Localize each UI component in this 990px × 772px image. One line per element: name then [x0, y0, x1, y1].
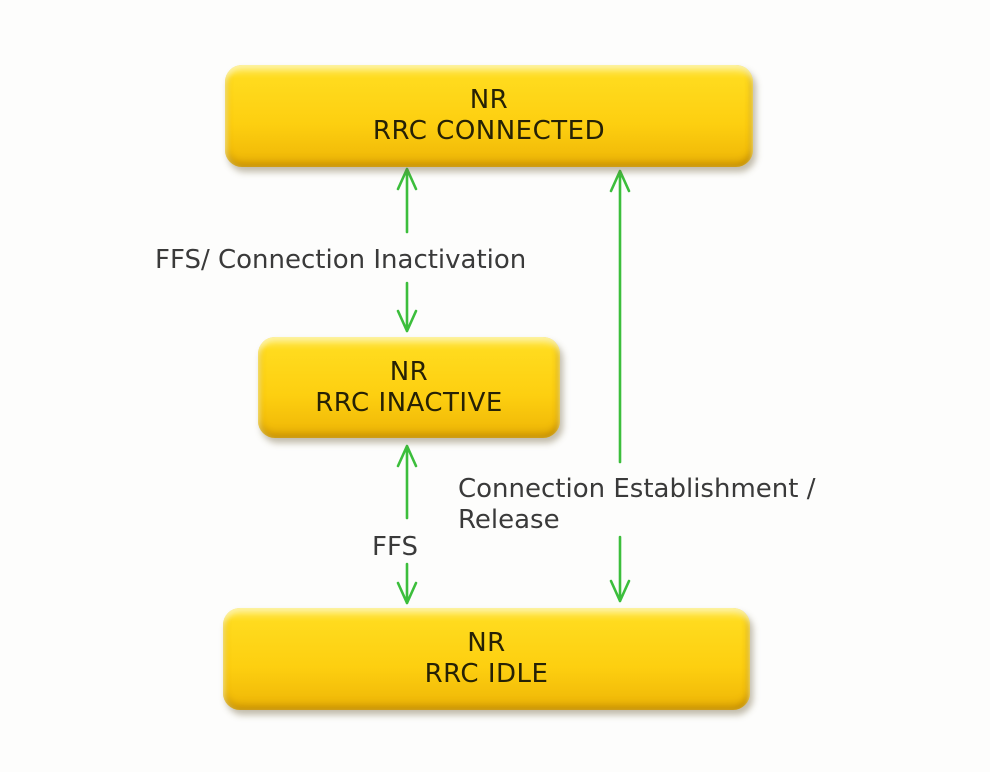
- arrow-connected-idle-down: [609, 535, 631, 603]
- edge-label-line: Release: [458, 505, 560, 535]
- edge-label-line: Connection Establishment /: [458, 474, 816, 504]
- arrow-inactive-idle-up: [396, 444, 418, 520]
- arrow-connected-inactive-up: [396, 167, 418, 234]
- node-label-line2: RRC CONNECTED: [372, 116, 606, 146]
- state-node-rrc-connected: NR RRC CONNECTED: [225, 65, 753, 167]
- arrow-inactive-idle-down: [396, 562, 418, 605]
- edge-label-line: FFS/ Connection Inactivation: [155, 245, 527, 275]
- edge-label-connection-inactivation: FFS/ Connection Inactivation: [155, 245, 526, 276]
- edge-label-connection-establishment-release: Connection Establishment / Release: [458, 474, 815, 536]
- edge-label-ffs: FFS: [372, 532, 418, 563]
- state-node-rrc-inactive: NR RRC INACTIVE: [258, 337, 560, 438]
- node-label-line2: RRC INACTIVE: [315, 387, 503, 418]
- arrow-connected-idle-up: [609, 169, 631, 464]
- arrow-connected-inactive-down: [396, 281, 418, 333]
- node-label-line2: RRC IDLE: [424, 659, 549, 689]
- state-node-rrc-idle: NR RRC IDLE: [223, 608, 750, 710]
- node-label-line1: NR: [469, 85, 509, 115]
- node-label-line1: NR: [389, 356, 429, 387]
- node-label-line1: NR: [467, 628, 506, 658]
- edge-label-line: FFS: [372, 532, 418, 562]
